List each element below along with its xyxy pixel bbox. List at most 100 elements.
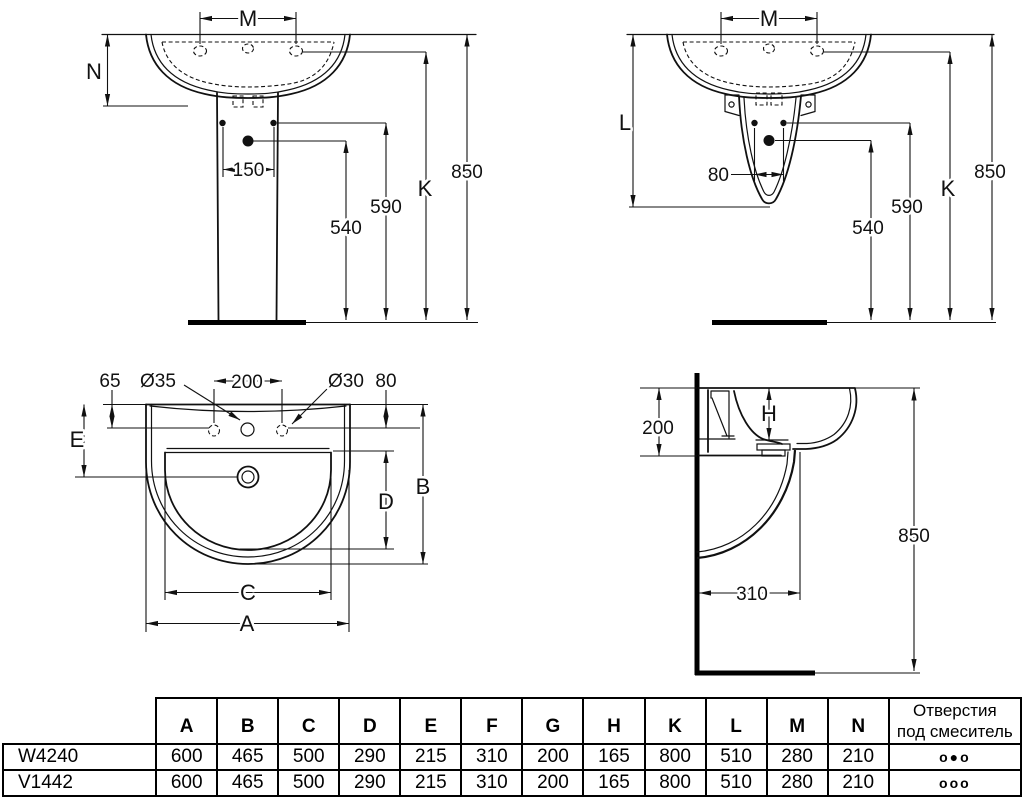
- ext-line: [240, 450, 394, 550]
- dim-label-K: K: [941, 176, 956, 201]
- drawing-canvas: M N 150 540 590 K 850: [67, 4, 1008, 676]
- basin-outline: [666, 33, 872, 99]
- tap-hole: [192, 45, 208, 57]
- value-cell: 215: [399, 743, 463, 771]
- value-cell: 200: [521, 743, 585, 771]
- mixer-holes-header-line2: под смеситель: [896, 722, 1013, 741]
- trap-shroud-inner: [696, 451, 789, 553]
- pedestal-side: [275, 92, 279, 321]
- ext-line: [145, 470, 350, 632]
- value-cell: 800: [643, 743, 707, 771]
- dim-label-L: L: [619, 110, 631, 135]
- fixing-hole: [751, 119, 758, 127]
- col-header-K: K: [643, 697, 707, 745]
- col-header-M: M: [765, 697, 829, 745]
- dim-label-310: 310: [736, 584, 768, 605]
- col-header-E: E: [399, 697, 463, 745]
- flap-screw-hole: [728, 101, 735, 108]
- col-header-N: N: [826, 697, 890, 745]
- overflow-dashes: [232, 95, 244, 108]
- table-corner-blank: [3, 698, 156, 744]
- rim-inner-line: [796, 387, 852, 445]
- value-cell: 290: [338, 743, 402, 771]
- table-header-row: A B C D E F G H K L M N Отверстия под см…: [3, 697, 1023, 745]
- model-name: W4240: [1, 743, 158, 771]
- value-cell: 290: [338, 769, 402, 797]
- dim-label-M: M: [760, 6, 778, 31]
- col-header-H: H: [582, 697, 646, 745]
- dim-label-E: E: [70, 427, 85, 452]
- overflow-dashes: [252, 95, 264, 108]
- overflow-dashes: [770, 92, 783, 106]
- dim-label-C: C: [240, 580, 256, 605]
- dim-label-80: 80: [708, 165, 729, 186]
- basin-outline: [145, 33, 351, 99]
- dimensions-table: A B C D E F G H K L M N Отверстия под см…: [1, 697, 1023, 797]
- value-cell: 465: [216, 743, 280, 771]
- dim-label-850: 850: [451, 162, 483, 183]
- bowl-section-line: [733, 390, 783, 445]
- ext-line: [164, 478, 332, 600]
- col-header-D: D: [338, 697, 402, 745]
- dim-label-200: 200: [642, 418, 674, 439]
- mixer-holes-symbol: ooo: [887, 769, 1023, 797]
- value-cell: 310: [460, 743, 524, 771]
- dim-label-K: K: [418, 176, 433, 201]
- mixer-holes-symbol: o●o: [887, 743, 1023, 771]
- mounting-flap: [724, 94, 740, 117]
- drain-hole: [763, 135, 775, 146]
- table-row-v1442: V1442 600 465 500 290 215 310 200 165 80…: [1, 769, 1023, 797]
- pedestal-side: [216, 92, 220, 321]
- dim-label-540: 540: [330, 218, 362, 239]
- mounting-flap: [800, 94, 816, 117]
- fixing-hole: [270, 119, 277, 127]
- drain-circle-inner: [241, 470, 255, 484]
- value-cell: 200: [521, 769, 585, 797]
- callout-label-dia35: Ø35: [140, 371, 176, 392]
- dim-label-B: B: [416, 474, 431, 499]
- dim-label-A: A: [240, 611, 255, 636]
- semi-pedestal-outline: [738, 95, 802, 205]
- dim-label-590: 590: [891, 197, 923, 218]
- dim-label-N: N: [86, 59, 102, 84]
- callout-label-dia30: Ø30: [328, 371, 364, 392]
- value-cell: 500: [277, 743, 341, 771]
- dim-label-590: 590: [370, 197, 402, 218]
- tap-hole: [275, 424, 289, 437]
- value-cell: 510: [704, 743, 768, 771]
- col-header-mixer-holes: Отверстия под смеситель: [887, 697, 1023, 745]
- value-cell: 165: [582, 769, 646, 797]
- value-cell: 600: [155, 743, 219, 771]
- bowl-dashed-curve: [682, 41, 856, 88]
- dim-label-540: 540: [852, 218, 884, 239]
- dim-label-850: 850: [898, 526, 930, 547]
- semi-pedestal-view: M L 80 540 590 K 850: [616, 4, 1008, 325]
- value-cell: 600: [155, 769, 219, 797]
- tap-hole: [762, 43, 776, 54]
- top-view: 65 80 200 Ø35 Ø30 E B D C A: [67, 369, 433, 639]
- drain-circle: [236, 465, 260, 489]
- value-cell: 210: [826, 769, 890, 797]
- tap-hole: [207, 424, 221, 437]
- tap-hole: [713, 45, 729, 57]
- value-cell: 800: [643, 769, 707, 797]
- col-header-B: B: [216, 697, 280, 745]
- fixing-hole: [780, 119, 787, 127]
- bowl-outline: [164, 451, 332, 551]
- value-cell: 280: [765, 769, 829, 797]
- flap-screw-hole: [805, 101, 812, 108]
- basin-rim-inner-line: [150, 33, 346, 95]
- tap-hole: [809, 45, 825, 57]
- deck-inner-line: [150, 403, 346, 558]
- trap-shroud-curve: [696, 449, 797, 560]
- mounting-bracket: [710, 390, 735, 439]
- value-cell: 215: [399, 769, 463, 797]
- dim-label-850: 850: [974, 162, 1006, 183]
- tap-hole-drilled: [240, 422, 255, 437]
- dim-label-65: 65: [99, 371, 120, 392]
- col-header-A: A: [155, 697, 219, 745]
- semi-pedestal-inner-line: [743, 97, 797, 196]
- tap-hole: [288, 45, 304, 57]
- value-cell: 510: [704, 769, 768, 797]
